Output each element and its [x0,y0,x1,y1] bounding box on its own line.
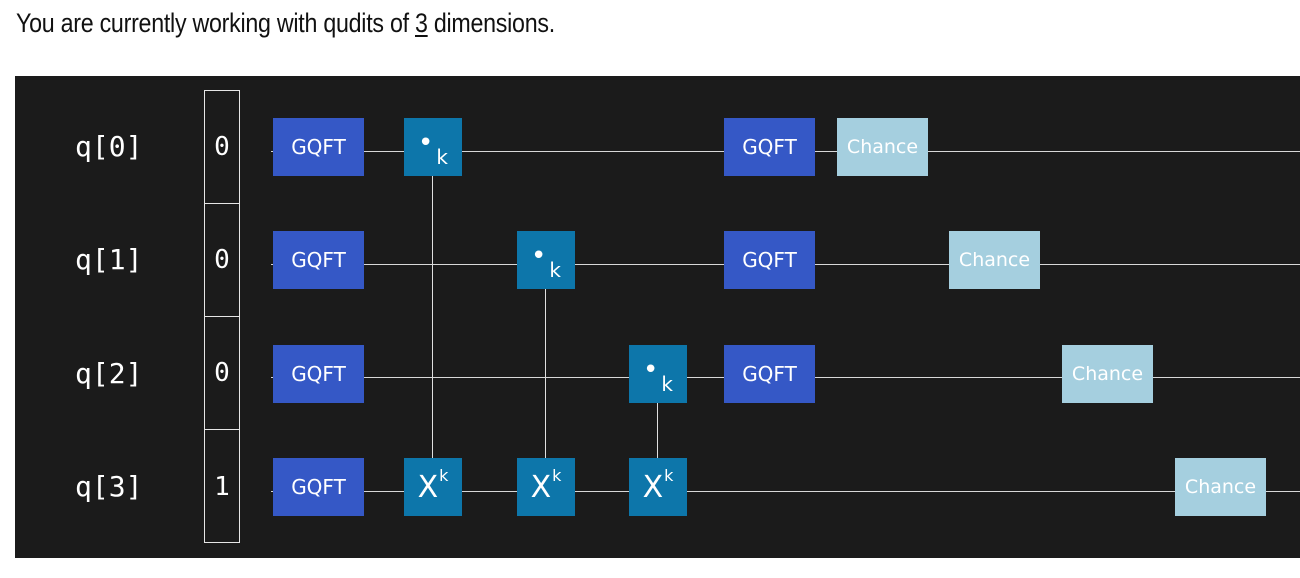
control-line-q2-q3 [657,402,658,466]
x-exponent: k [439,465,449,485]
control-subscript: k [549,258,561,282]
control-line-q0-q3 [432,176,433,466]
dimension-prefix: You are currently working with qudits of [16,8,409,38]
qudit-label-1: q[1] [75,243,143,276]
control-dot: • [418,128,434,158]
qudit-label-3: q[3] [75,470,143,503]
chance-gate[interactable]: Chance [1175,458,1266,516]
control-gate[interactable]: •k [404,118,462,176]
control-subscript: k [661,372,673,396]
chance-gate[interactable]: Chance [1062,345,1153,403]
x-base: X [417,469,439,505]
dimension-suffix: dimensions. [433,8,555,38]
gqft-gate[interactable]: GQFT [724,345,815,403]
gqft-gate[interactable]: GQFT [273,458,364,516]
gqft-gate[interactable]: GQFT [724,231,815,289]
gqft-gate[interactable]: GQFT [273,231,364,289]
chance-gate[interactable]: Chance [837,118,928,176]
x-exponent: k [664,465,674,485]
circuit-panel: q[0] q[1] q[2] q[3] 0 0 0 1 GQFT GQFT GQ… [15,76,1300,558]
control-subscript: k [436,145,448,169]
control-dot: • [531,241,547,271]
initial-state-column: 0 0 0 1 [204,90,240,543]
gqft-gate[interactable]: GQFT [724,118,815,176]
control-dot: • [643,355,659,385]
qudit-label-2: q[2] [75,357,143,390]
gqft-gate[interactable]: GQFT [273,118,364,176]
control-gate[interactable]: •k [517,231,575,289]
dimension-statement: You are currently working with qudits of… [16,8,555,39]
qudit-label-0: q[0] [75,130,143,163]
gqft-gate[interactable]: GQFT [273,345,364,403]
initial-state-1[interactable]: 0 [205,204,239,317]
initial-state-0[interactable]: 0 [205,91,239,204]
dimension-value[interactable]: 3 [414,8,428,38]
initial-state-3[interactable]: 1 [214,471,230,502]
x-exponent: k [552,465,562,485]
x-base: X [530,469,552,505]
control-gate[interactable]: •k [629,345,687,403]
wire-q3 [271,491,1300,492]
chance-gate[interactable]: Chance [949,231,1040,289]
initial-state-2[interactable]: 0 [205,317,239,430]
control-line-q1-q3 [545,289,546,466]
x-base: X [642,469,664,505]
